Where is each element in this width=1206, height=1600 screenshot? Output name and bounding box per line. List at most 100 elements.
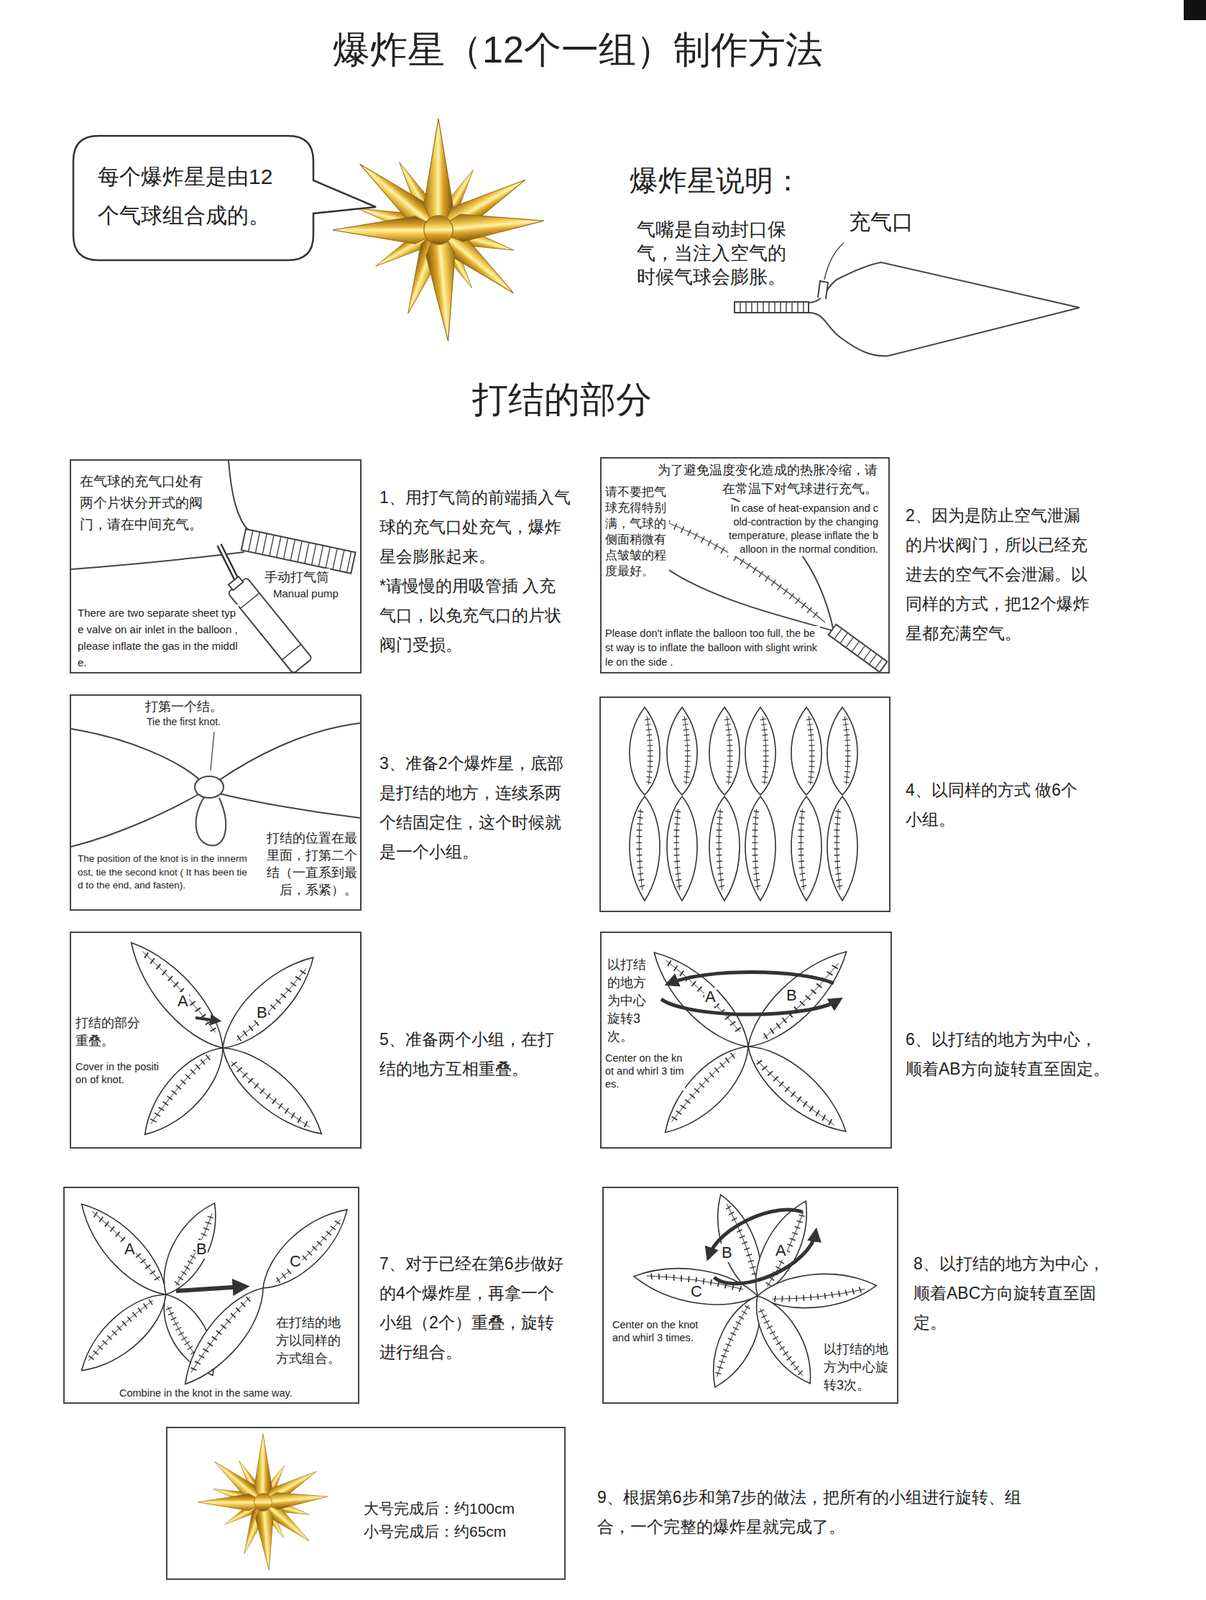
corner-mark <box>1183 0 1206 21</box>
balloon-leaf <box>791 796 822 901</box>
combine-drawing <box>68 1192 359 1396</box>
size-text: 大号完成后：约100cm <box>363 1498 515 1519</box>
callout-letter: A <box>704 987 717 1007</box>
note-text: 打结的位置在最里面，打第二个结（一直系到最后，系紧）。 <box>254 829 358 899</box>
overlap-drawing <box>117 930 334 1148</box>
balloon-leaf <box>211 1034 334 1148</box>
callout-letter: A <box>123 1239 136 1259</box>
knot-loop <box>196 797 226 846</box>
tube-ribs <box>834 628 883 670</box>
part-label: Manual pump <box>272 586 340 601</box>
rotation-arrows <box>697 1195 824 1298</box>
balloon-leaf <box>171 1277 276 1396</box>
balloon-leaf <box>709 707 740 795</box>
leader-line <box>824 242 844 280</box>
valve-tube <box>734 301 809 313</box>
balloon-leaf <box>745 707 776 795</box>
step-panel: Center on the knot and whirl 3 times. 以打结… <box>602 1186 899 1404</box>
note-text: The position of the knot is in the inner… <box>76 852 250 893</box>
note-text: There are two separate sheet type valve … <box>76 604 239 671</box>
note-text: 在打结的地方以同样的方式组合。 <box>275 1313 344 1368</box>
note-text: 在气球的充气口处有两个片状分开式的阀门，请在中间充气。 <box>79 470 207 536</box>
balloon-leaf <box>827 796 858 901</box>
bubble-outline <box>73 135 376 261</box>
balloon-outline <box>71 728 201 781</box>
note-text: Tie the first knot. <box>145 715 222 729</box>
page-title: 爆炸星（12个一组）制作方法 <box>290 25 866 74</box>
result-panel: 大号完成后：约100cm小号完成后：约65cm <box>166 1426 566 1580</box>
move-arrow <box>176 1286 243 1291</box>
balloon-leaf <box>736 1032 858 1145</box>
panel-frame <box>600 697 890 912</box>
callout-letter: A <box>176 991 190 1011</box>
balloon-leaf <box>629 796 660 901</box>
balloon-outline <box>219 793 361 818</box>
step-panel: 为了避免温度变化造成的热胀冷缩，请在常温下对气球进行充气。In case of … <box>600 457 890 674</box>
step-text: 3、准备2个爆炸星，底部是打结的地方，连续系两个结固定住，这个时候就是一个小组。 <box>379 748 567 867</box>
note-text: 打结的部分重叠。 <box>74 1014 144 1051</box>
pump-nozzle <box>219 544 239 584</box>
note-text: 请不要把气球充得特别满，气球的侧面稍微有点皱皱的程度最好。 <box>604 484 670 580</box>
air-inlet <box>817 281 828 299</box>
tube-body <box>241 528 356 574</box>
step-panel: 在气球的充气口处有两个片状分开式的阀门，请在中间充气。手动打气筒Manual p… <box>69 459 362 674</box>
note-text: 打第一个结。 <box>144 698 224 715</box>
description-text: 气嘴是自动封口保气，当注入空气的时候气球会膨胀。 <box>636 217 793 289</box>
star-balloon <box>332 118 546 343</box>
balloon-leaf <box>827 707 858 795</box>
balloon-leaf <box>666 796 698 901</box>
tube-ribs <box>740 301 804 313</box>
note-text: Center on the knot and whirl 3 times. <box>604 1051 685 1091</box>
rotation-arrow <box>661 999 839 1015</box>
step-text: 5、准备两个小组，在打结的地方互相重叠。 <box>379 1024 562 1084</box>
section-heading: 打结的部分 <box>418 377 706 422</box>
section-heading: 爆炸星说明： <box>629 162 803 199</box>
part-label: 充气口 <box>848 208 914 236</box>
note-text: Please don't inflate the balloon too ful… <box>604 625 821 670</box>
balloon-outline <box>71 551 245 570</box>
valve-tube <box>241 528 356 574</box>
balloon-leaf <box>641 940 762 1060</box>
balloon-leaf <box>735 938 859 1060</box>
balloon-outline <box>218 723 361 781</box>
balloon-leaf <box>791 707 822 795</box>
note-text: Center on the knot and whirl 3 times. <box>611 1318 700 1344</box>
balloon-leaf <box>68 1192 179 1306</box>
part-label: 手动打气筒 <box>263 568 330 586</box>
note-text: 以打结的地方为中心旋转3次。 <box>822 1340 891 1395</box>
balloon-leaf <box>251 1196 360 1301</box>
step-text: 2、因为是防止空气泄漏的片状阀门，所以已经充进去的空气不会泄漏。以同样的方式，把… <box>905 500 1093 649</box>
balloon-leaf <box>70 1281 178 1383</box>
balloon-leaf <box>743 1287 825 1392</box>
callout-letter: B <box>255 1003 269 1023</box>
bubble-text: 每个爆炸星是由12个气球组合成的。 <box>97 157 284 236</box>
step-text: *请慢慢的用吸管插 入充气口，以免充气口的片状阀门受损。 <box>379 571 572 660</box>
note-text: 以打结的地方为中心旋转3次。 <box>606 955 649 1046</box>
step-text: 4、以同样的方式 做6个小组。 <box>905 775 1084 835</box>
step-text: 6、以打结的地方为中心，顺着AB方向旋转直至固定。 <box>905 1024 1113 1084</box>
balloon-outline <box>808 307 1080 356</box>
callout-letter: B <box>720 1243 734 1263</box>
callout-letter: C <box>288 1251 302 1271</box>
step-text: 8、以打结的地方为中心，顺着ABC方向旋转直至固定。 <box>913 1249 1107 1338</box>
tube-body <box>828 624 888 672</box>
tube-ribs <box>248 530 352 573</box>
rotation-arrow <box>669 971 834 984</box>
note-text: Cover in the position of knot. <box>74 1060 163 1086</box>
note-text: 为了避免温度变化造成的热胀冷缩，请在常温下对气球进行充气。 <box>653 460 879 499</box>
step-panel: 打第一个结。Tie the first knot. 打结的位置在最里面，打第二个结… <box>69 694 362 911</box>
balloon-leaf <box>745 796 776 901</box>
note-text: In case of heat-expansion and cold-contr… <box>728 501 879 557</box>
balloon-leaf <box>666 707 698 795</box>
balloon-outline <box>71 793 200 847</box>
leader-line <box>210 731 215 771</box>
balloon-outline <box>808 262 1080 308</box>
whirl-drawing <box>641 938 859 1145</box>
balloon-leaf <box>631 1259 761 1313</box>
note-text: Combine in the knot in the same way. <box>118 1386 294 1401</box>
step-panel: 打结的部分重叠。 Cover in the position of knot. <box>69 931 362 1149</box>
step-text: 9、根据第6步和第7步的做法，把所有的小组进行旋转、组合，一个完整的爆炸星就完成… <box>597 1482 1028 1542</box>
valve-tube <box>828 624 888 672</box>
rotation-arrow <box>714 1230 825 1298</box>
